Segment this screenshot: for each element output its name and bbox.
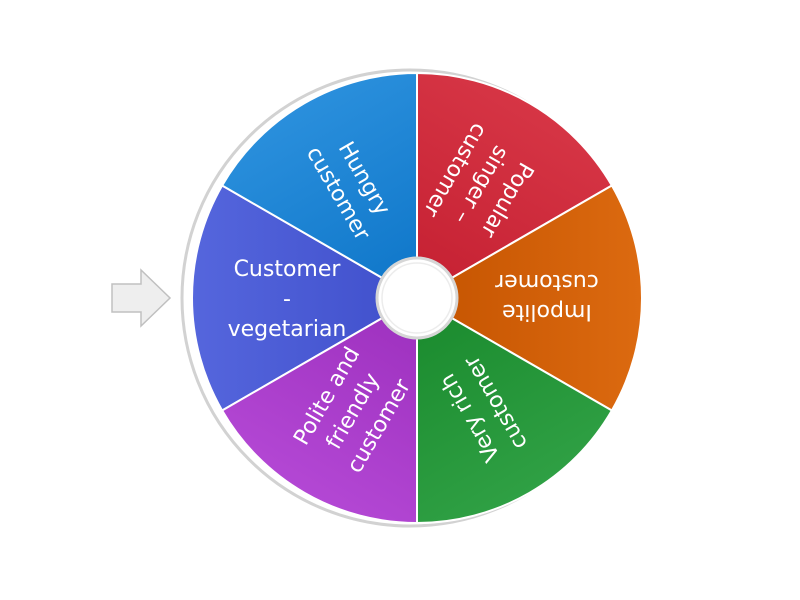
wheel-segment-label: Customer - vegetarian	[228, 257, 347, 342]
wheel-label-line: Impolite	[502, 299, 592, 324]
wheel-label-line: -	[283, 287, 291, 312]
wheel-label-line: vegetarian	[228, 317, 347, 342]
wheel-label-line: customer	[494, 269, 599, 294]
hub-inner-ring	[381, 262, 453, 334]
wheel-segment-label: Impolite customer	[494, 269, 599, 324]
wheel-segments	[191, 71, 643, 525]
right-arrow-icon	[111, 268, 172, 328]
wheel-label-line: Customer	[234, 257, 342, 282]
